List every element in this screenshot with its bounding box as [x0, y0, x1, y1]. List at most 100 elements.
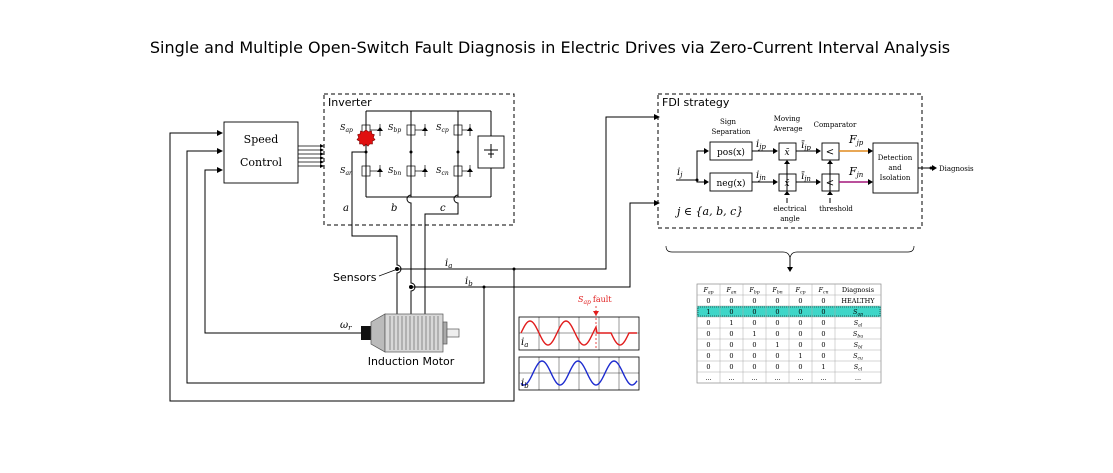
table-cell: 0: [798, 341, 802, 349]
table-cell: 0: [775, 308, 779, 316]
elec-angle-line2: angle: [780, 215, 800, 223]
table-cell: 0: [706, 297, 710, 305]
speed-feedback-line: [204, 169, 361, 334]
gate-signal-arrows: [298, 144, 324, 168]
table-cell: 0: [798, 330, 802, 338]
table-cell: Sbl: [854, 341, 863, 351]
table-cell: 0: [775, 363, 779, 371]
table-cell: 0: [706, 341, 710, 349]
moving-avg-line1: Moving: [774, 115, 801, 123]
table-cell: ...: [705, 374, 711, 382]
table-cell: 0: [821, 341, 825, 349]
leg-label-b: b: [391, 203, 397, 214]
fn-label: Fjn: [848, 165, 864, 179]
fp-label: Fjp: [848, 133, 864, 147]
table-cell: 0: [752, 297, 756, 305]
table-cell: 0: [821, 330, 825, 338]
table-cell: 0: [752, 341, 756, 349]
detection-line1: Detection: [878, 154, 913, 162]
pos-block-text: pos(x): [717, 147, 745, 158]
table-header-cell: Fbp: [748, 286, 759, 296]
waveform-ia-label: ia: [521, 337, 528, 349]
table-cell: 0: [729, 341, 733, 349]
fdi-input-label: ij: [677, 167, 683, 179]
current-label-ib: ib: [465, 276, 473, 288]
table-cell: 0: [752, 319, 756, 327]
table-cell: 0: [821, 319, 825, 327]
table-cell: Sap: [853, 308, 863, 318]
table-cell: 1: [752, 330, 756, 338]
table-cell: 0: [798, 308, 802, 316]
switch-label-bn: Sbn: [388, 166, 401, 177]
leg-label-a: a: [343, 203, 349, 214]
table-cell: 0: [775, 319, 779, 327]
table-cell: HEALTHY: [841, 297, 875, 305]
table-cell: 0: [752, 363, 756, 371]
sign-sep-line1: Sign: [720, 118, 737, 126]
phase-wires: [351, 151, 459, 318]
table-header-cell: Fcn: [818, 286, 829, 296]
table-cell: ...: [751, 374, 757, 382]
table-cell: 1: [706, 308, 710, 316]
sign-sep-line2: Separation: [712, 128, 751, 136]
inverter-leg-c: [453, 111, 473, 197]
fault-star-icon: [356, 129, 376, 147]
elec-angle-line1: electrical: [773, 205, 807, 213]
switch-label-ap: Sap: [340, 123, 353, 134]
table-cell: ...: [855, 374, 861, 382]
table-cell: 1: [729, 319, 733, 327]
table-cell: 0: [706, 352, 710, 360]
table-cell: 0: [775, 330, 779, 338]
fdi-label: FDI strategy: [662, 96, 730, 109]
table-cell: 0: [729, 297, 733, 305]
current-label-ia: ia: [445, 258, 452, 270]
table-header-cell: Diagnosis: [842, 286, 874, 294]
table-cell: ...: [774, 374, 780, 382]
switch-label-cn: Scn: [436, 166, 449, 177]
threshold-label: threshold: [819, 205, 853, 213]
table-cell: 0: [706, 363, 710, 371]
table-cell: 0: [798, 319, 802, 327]
table-cell: 0: [729, 308, 733, 316]
waveform-ia: ia: [518, 316, 640, 351]
table-cell: 0: [775, 352, 779, 360]
table-cell: ...: [820, 374, 826, 382]
switch-label-cp: Scp: [436, 123, 449, 134]
table-cell: 0: [798, 297, 802, 305]
diagnosis-output-label: Diagnosis: [939, 165, 974, 173]
table-cell: 0: [729, 330, 733, 338]
table-cell: 0: [798, 363, 802, 371]
table-cell: 0: [752, 308, 756, 316]
inverter-leg-b: [406, 111, 428, 197]
avg-block-p-text: x̄: [784, 148, 789, 158]
fdi-strategy-block: FDI strategy Sign Separation Moving Aver…: [657, 93, 923, 229]
table-cell: Scu: [853, 352, 863, 362]
leg-label-c: c: [440, 203, 446, 214]
waveform-ib-label: ib: [521, 378, 529, 390]
current-lines: [169, 114, 660, 402]
speed-control-line2: Control: [240, 156, 282, 169]
waveform-ib: ib: [518, 356, 640, 391]
diagram-title: Single and Multiple Open-Switch Fault Di…: [150, 38, 950, 57]
switch-label-bp: Sbp: [388, 123, 401, 134]
table-cell: 0: [821, 297, 825, 305]
table-cell: 0: [729, 352, 733, 360]
j-set-label: j ∈ {a, b, c}: [674, 205, 743, 218]
table-cell: 1: [821, 363, 825, 371]
table-cell: 0: [729, 363, 733, 371]
omega-label: ωr: [340, 320, 352, 332]
inverter-label: Inverter: [328, 96, 372, 109]
neg-block-text: neg(x): [717, 178, 746, 189]
table-cell: 1: [798, 352, 802, 360]
detection-line2: and: [888, 164, 902, 172]
sensors-label: Sensors: [333, 271, 377, 284]
moving-avg-line2: Average: [772, 125, 802, 133]
induction-motor: Induction Motor: [361, 313, 460, 368]
table-cell: 0: [706, 330, 710, 338]
table-cell: Scl: [854, 363, 863, 373]
detection-block: [872, 142, 919, 194]
